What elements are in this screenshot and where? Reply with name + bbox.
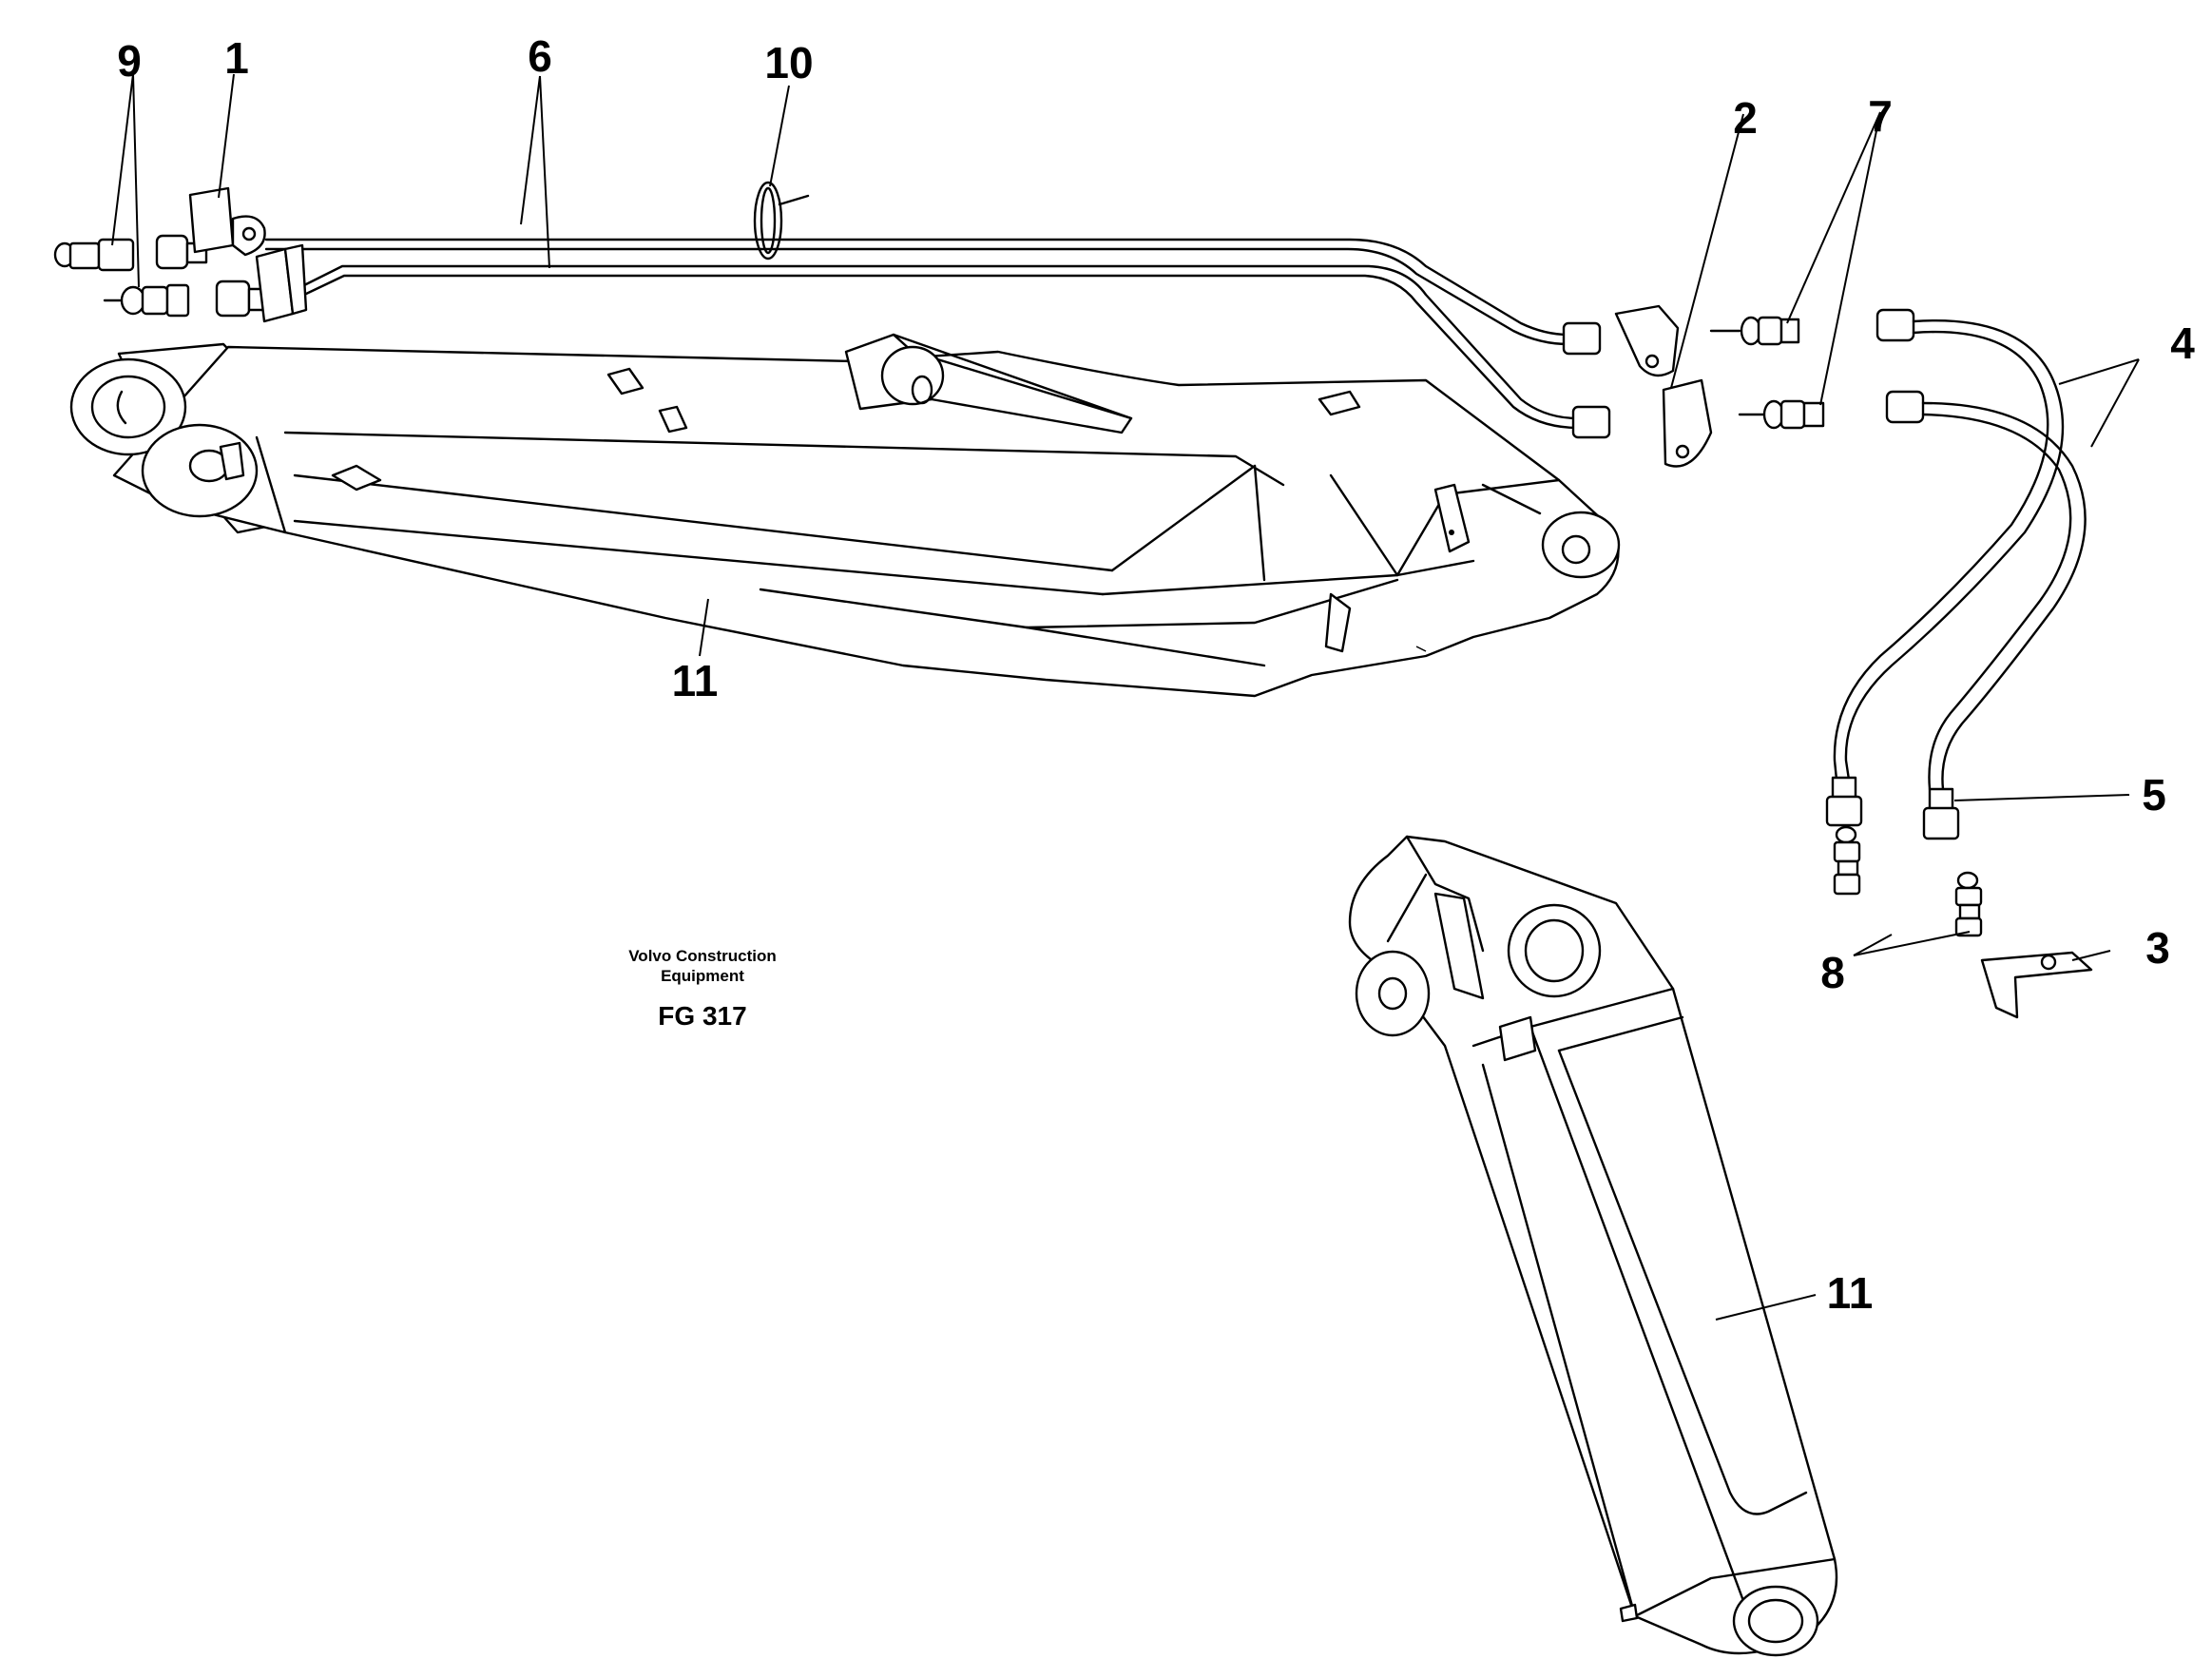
callout-2: 2 [1733,93,1758,143]
callout-8: 8 [1820,948,1845,997]
adapters-and-bracket [1833,825,2093,1019]
publisher-line-2: Equipment [661,967,744,985]
callout-11-arm: 11 [1827,1268,1874,1318]
callout-7: 7 [1868,91,1893,141]
callout-9: 9 [117,36,142,86]
figure-caption: Volvo Construction Equipment FG 317 [628,947,777,1031]
leader-lines [111,73,2140,1321]
callout-10: 10 [764,38,813,87]
hydraulic-pipes [264,238,1611,439]
figure-code: FG 317 [658,1001,746,1031]
callout-1: 1 [224,33,249,83]
arm-vertical [1348,835,1838,1657]
callout-labels: 1 2 3 4 5 6 7 8 9 10 11 11 [117,31,2195,1318]
right-fittings [1614,304,1925,468]
publisher-line-1: Volvo Construction [628,947,777,965]
left-fittings [53,186,308,323]
boom-horizontal [69,333,1621,698]
hydraulic-hoses [1825,319,2087,840]
callout-6: 6 [528,31,552,81]
callout-11-boom: 11 [672,656,719,705]
pipe-clamp [753,181,810,260]
callout-5: 5 [2142,770,2166,820]
callout-4: 4 [2170,318,2195,368]
callout-3: 3 [2145,923,2170,973]
